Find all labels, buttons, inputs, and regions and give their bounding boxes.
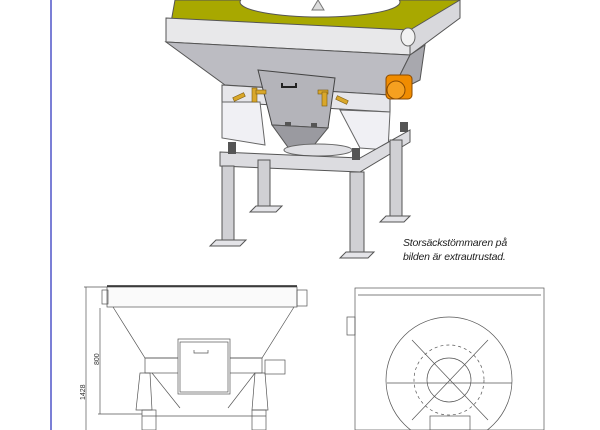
page-margin-line — [50, 0, 52, 430]
support-legs — [221, 139, 403, 257]
caption-line-1: Storsäckstömmaren på — [403, 237, 507, 249]
dimension-hopper-height: 800 — [94, 353, 101, 365]
image-caption: Storsäckstömmaren på bilden är extrautru… — [403, 236, 507, 264]
door-clamps — [232, 87, 349, 107]
dimension-total-height: 1428 — [80, 384, 87, 400]
caption-line-2: bilden är extrautrustad. — [403, 251, 506, 263]
vibrator-motor — [385, 74, 413, 100]
front-view-drawing — [84, 285, 308, 430]
top-view-drawing — [346, 287, 545, 430]
